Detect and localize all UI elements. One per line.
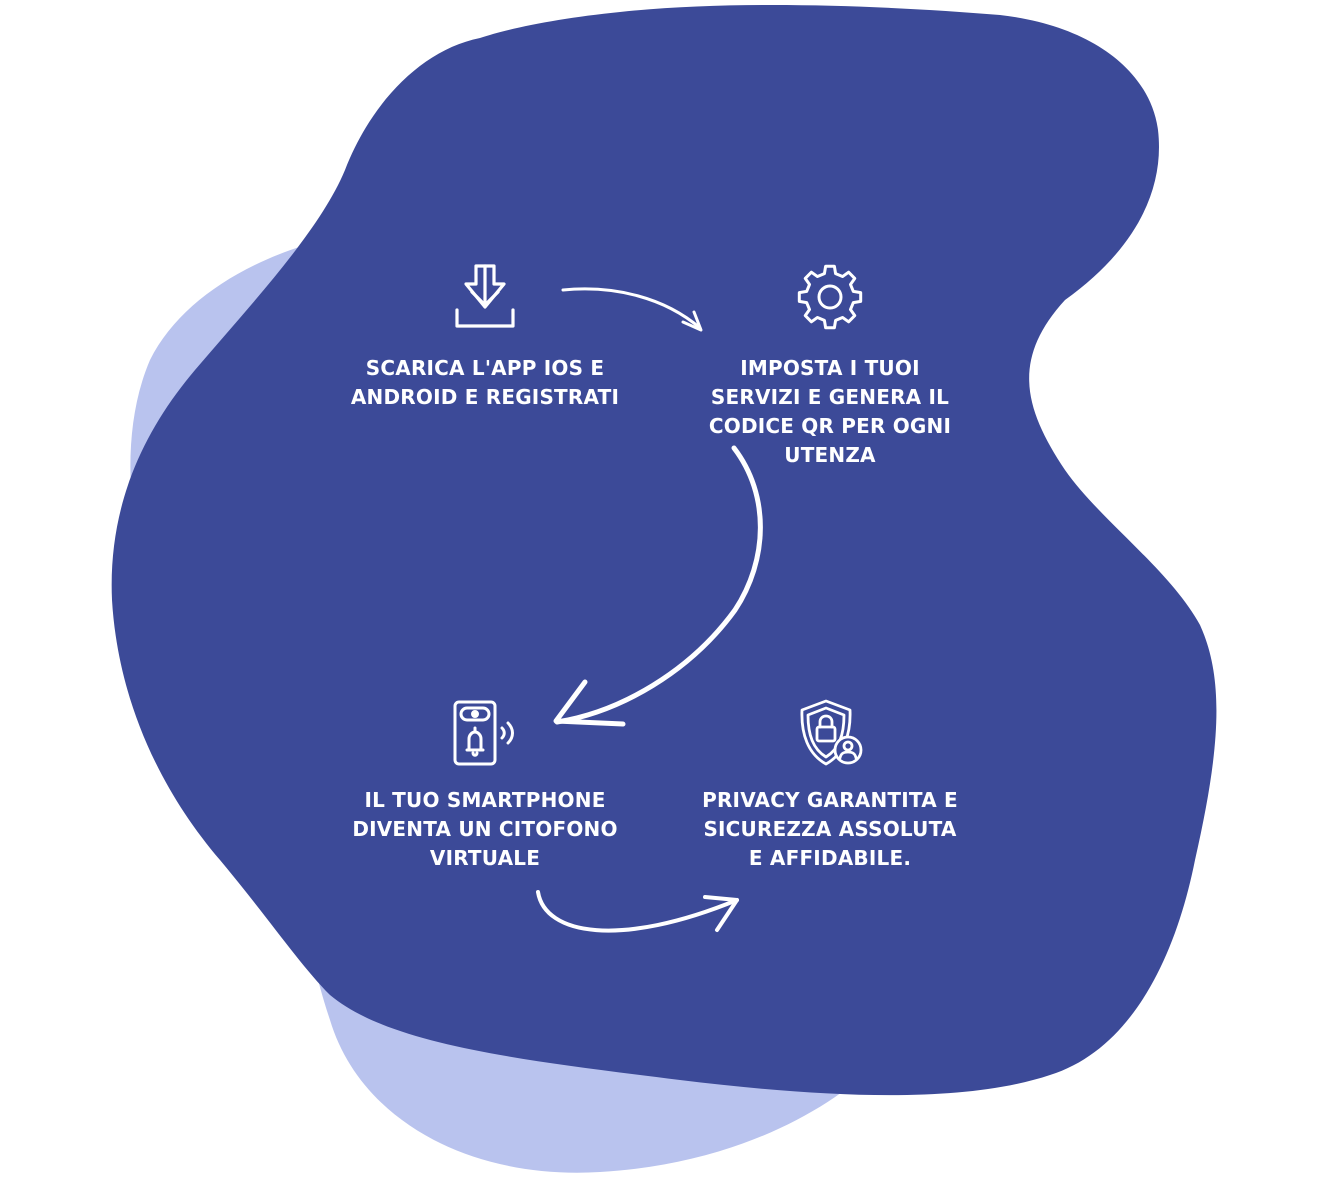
step-configure-label: IMPOSTA I TUOI SERVIZI E GENERA IL CODIC…: [708, 356, 952, 467]
step-intercom-label: IL TUO SMARTPHONE DIVENTA UN CITOFONO VI…: [352, 788, 618, 870]
intercom-icon: [453, 700, 514, 766]
step-configure: IMPOSTA I TUOI SERVIZI E GENERA IL CODIC…: [680, 262, 980, 470]
step-privacy: PRIVACY GARANTITA E SICUREZZA ASSOLUTA E…: [680, 698, 980, 873]
gear-icon: [797, 264, 863, 330]
step-download-label: SCARICA L'APP IOS E ANDROID E REGISTRATI: [350, 356, 620, 409]
dark-blob: [111, 4, 1217, 1096]
step-download: SCARICA L'APP IOS E ANDROID E REGISTRATI: [330, 262, 640, 412]
step-privacy-label: PRIVACY GARANTITA E SICUREZZA ASSOLUTA E…: [702, 788, 958, 870]
download-icon: [455, 264, 515, 328]
shield-user-icon: [800, 699, 863, 766]
step-intercom: IL TUO SMARTPHONE DIVENTA UN CITOFONO VI…: [330, 698, 640, 873]
